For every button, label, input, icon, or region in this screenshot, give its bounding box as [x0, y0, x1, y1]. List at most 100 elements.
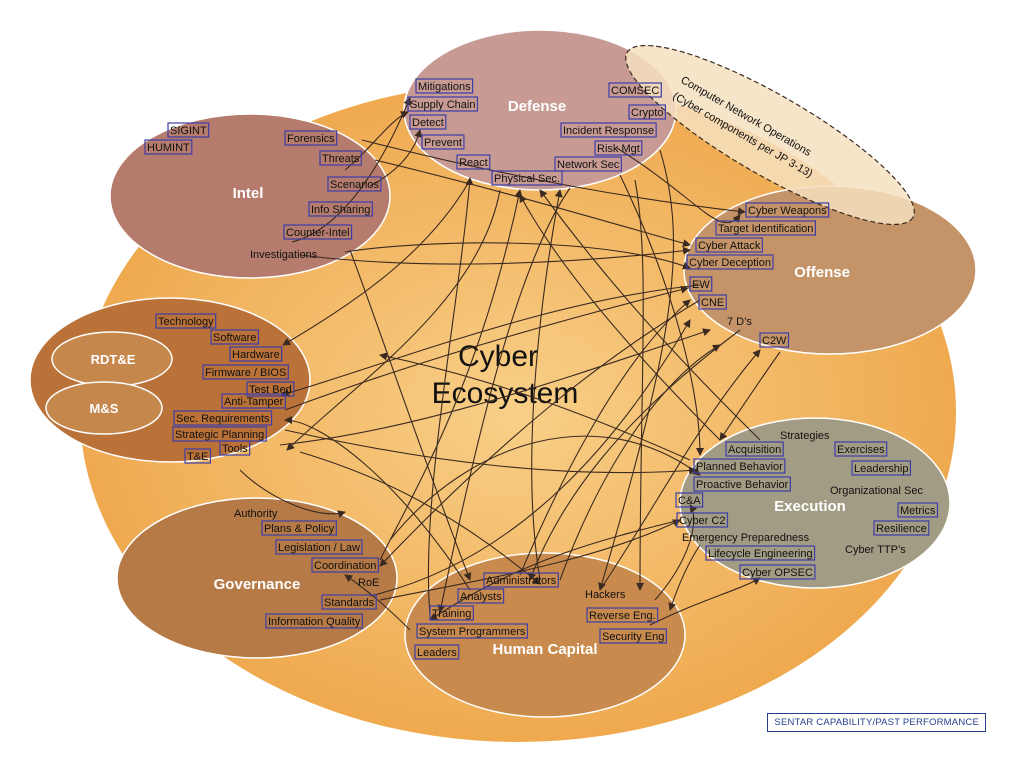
defense-item-incident-response: Incident Response: [560, 122, 657, 138]
execution-item-exercises: Exercises: [834, 441, 888, 457]
execution-item-lifecycle-engineering: Lifecycle Engineering: [705, 545, 816, 561]
human-capital-item-security-eng: Security Eng: [599, 628, 667, 644]
defense-item-label: COMSEC: [611, 85, 659, 97]
label-box: [594, 140, 643, 156]
defense-item-label: Prevent: [424, 137, 462, 149]
label-box: [416, 623, 528, 639]
intel-item-label: Forensics: [287, 133, 335, 145]
connector-arrow: [528, 329, 741, 581]
rdte-item-tools: Tools: [219, 440, 251, 456]
human-capital-item-reverse-eng: Reverse Eng.: [586, 607, 659, 623]
label-box: [676, 512, 729, 528]
label-box: [759, 332, 790, 348]
human-capital-item-leaders: Leaders: [414, 644, 460, 660]
offense-item-cyber-attack: Cyber Attack: [695, 237, 763, 253]
defense-item-label: Crypto: [631, 107, 663, 119]
connector-arrow: [349, 249, 472, 581]
label-box: [284, 130, 338, 146]
connector-arrow: [519, 194, 721, 441]
label-box: [311, 557, 379, 573]
offense-item-cyber-weapons: Cyber Weapons: [745, 202, 830, 218]
label-box: [693, 476, 791, 492]
connector-arrow: [654, 504, 698, 601]
label-box: [705, 545, 816, 561]
execution-item-emergency-preparedness: Emergency Preparedness: [682, 532, 810, 544]
governance-item-roe: RoE: [358, 577, 379, 589]
label-box: [608, 82, 662, 98]
execution-item-cyber-ttp-s: Cyber TTP’s: [845, 544, 906, 556]
rdte-item-strategic-planning: Strategic Planning: [172, 426, 267, 442]
footer-caption: SENTAR CAPABILITY/PAST PERFORMANCE: [767, 713, 986, 732]
label-box: [429, 605, 474, 621]
connector-arrow: [369, 129, 423, 187]
label-box: [834, 441, 888, 457]
label-box: [483, 572, 559, 588]
connector-arrow: [284, 429, 697, 475]
defense-item-label: Supply Chain: [410, 99, 475, 111]
execution-item-label: Emergency Preparedness: [682, 532, 810, 544]
governance-item-label: Coordination: [314, 560, 376, 572]
intel-item-sigint: SIGINT: [167, 122, 210, 138]
cno-dashed-ellipse: [625, 44, 915, 226]
connector-arrow: [427, 177, 474, 616]
execution-item-label: Cyber C2: [679, 515, 725, 527]
governance-item-plans-policy: Plans & Policy: [261, 520, 337, 536]
execution-item-label: Cyber TTP’s: [845, 544, 906, 556]
label-box: [415, 78, 474, 94]
label-box: [144, 139, 193, 155]
defense-item-comsec: COMSEC: [608, 82, 662, 98]
connector-arrow: [369, 319, 691, 597]
execution-item-label: Cyber OPSEC: [742, 567, 813, 579]
intel-item-threats: Threats: [319, 150, 362, 166]
execution-item-label: C&A: [678, 495, 701, 507]
offense-item-7-d-s: 7 D’s: [727, 316, 752, 328]
human-capital-title: Human Capital: [492, 641, 597, 658]
governance-item-legislation-law: Legislation / Law: [275, 539, 363, 555]
defense-item-label: Detect: [412, 117, 444, 129]
connector-arrow: [719, 351, 781, 441]
label-box: [851, 460, 912, 476]
label-box: [246, 381, 295, 397]
offense-item-label: 7 D’s: [727, 316, 752, 328]
defense-item-label: Physical Sec.: [494, 173, 560, 185]
rdte-item-label: Anti-Tamper: [224, 396, 284, 408]
label-box: [173, 410, 273, 426]
label-box: [560, 122, 657, 138]
offense-title: Offense: [794, 264, 850, 281]
human-capital-item-label: Security Eng: [602, 631, 664, 643]
offense-item-label: Cyber Weapons: [748, 205, 827, 217]
execution-item-acquisition: Acquisition: [725, 441, 784, 457]
label-box: [221, 393, 286, 409]
intel-title: Intel: [233, 185, 264, 202]
label-box: [491, 170, 563, 186]
connector-arrow: [619, 174, 704, 456]
connector-arrow: [379, 299, 701, 567]
offense-item-target-identification: Target Identification: [715, 220, 816, 236]
human-capital-item-label: System Programmers: [419, 626, 526, 638]
defense-item-mitigations: Mitigations: [415, 78, 474, 94]
defense-item-label: React: [459, 157, 488, 169]
label-box: [599, 628, 667, 644]
connector-arrow: [299, 451, 541, 585]
execution-item-label: Acquisition: [728, 444, 781, 456]
human-capital-item-administrators: Administrators: [483, 572, 559, 588]
defense-item-crypto: Crypto: [628, 104, 667, 120]
label-box: [897, 502, 939, 518]
rdte-item-label: T&E: [187, 451, 208, 463]
execution-item-label: Planned Behavior: [696, 461, 783, 473]
offense-item-label: CNE: [701, 297, 724, 309]
connector-arrow: [379, 189, 523, 561]
defense-item-react: React: [456, 154, 491, 170]
rdte-item-label: Tools: [222, 443, 248, 455]
connector-arrow: [284, 416, 471, 591]
offense-item-cyber-deception: Cyber Deception: [686, 254, 774, 270]
offense-item-cne: CNE: [698, 294, 727, 310]
defense-item-label: Incident Response: [563, 125, 654, 137]
label-box: [586, 607, 659, 623]
label-box: [229, 346, 283, 362]
label-box: [739, 564, 816, 580]
execution-item-metrics: Metrics: [897, 502, 939, 518]
label-box: [554, 156, 622, 172]
